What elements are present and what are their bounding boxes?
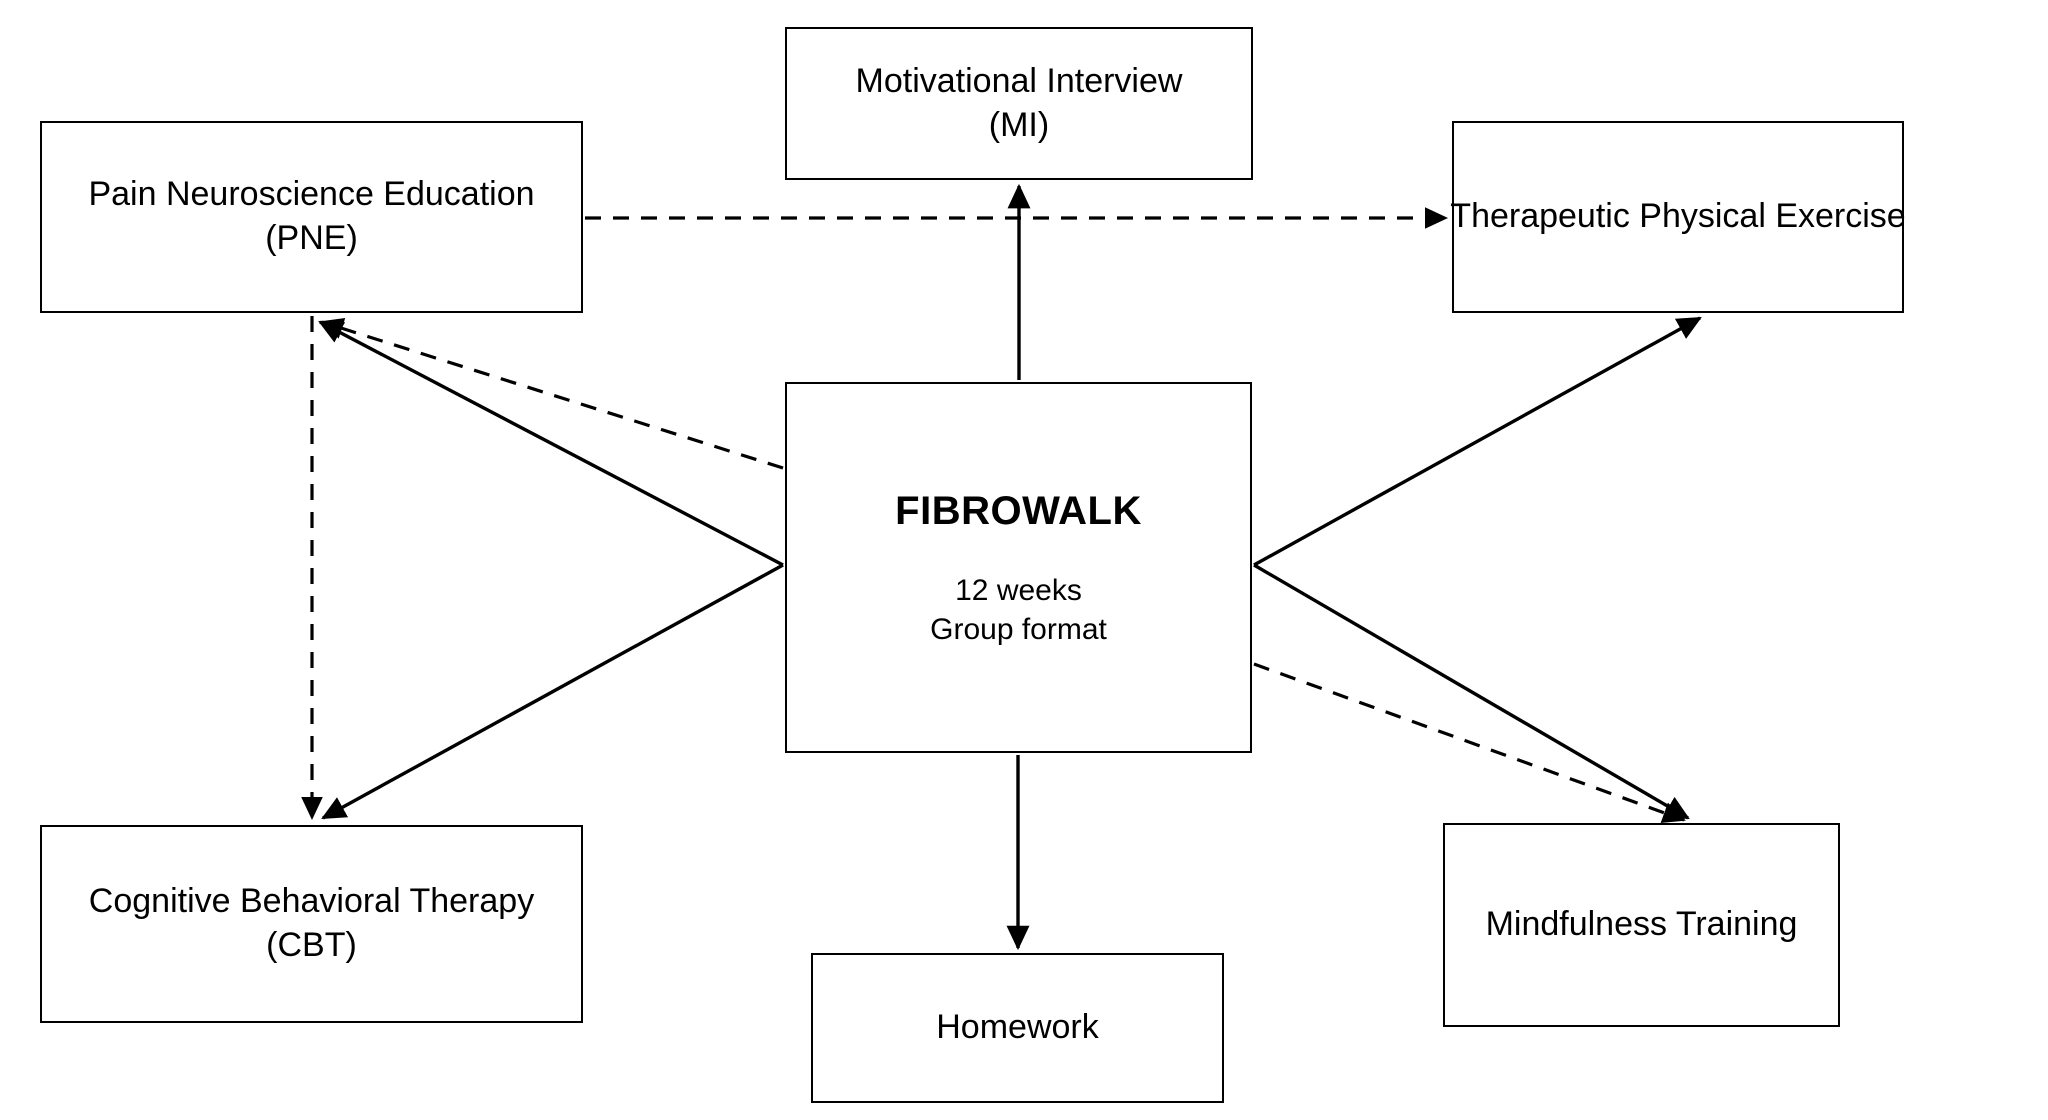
node-mi-label-line1: Motivational Interview bbox=[855, 61, 1183, 100]
node-pne-label-line1: Pain Neuroscience Education bbox=[88, 175, 535, 214]
node-cognitive-behavioral-therapy[interactable]: Cognitive Behavioral Therapy (CBT) bbox=[40, 825, 583, 1023]
node-mindfulness-training[interactable]: Mindfulness Training bbox=[1443, 823, 1840, 1027]
node-fibrowalk[interactable]: FIBROWALK 12 weeks Group format bbox=[785, 382, 1252, 753]
edge-fibrowalk-to-cbt bbox=[321, 563, 784, 820]
edge-fibrowalk-to-mindfulness-dashed bbox=[1253, 662, 1686, 823]
node-pain-neuroscience-education[interactable]: Pain Neuroscience Education (PNE) bbox=[40, 121, 583, 313]
node-mi-label-line2: (MI) bbox=[988, 105, 1050, 144]
edge-fibrowalk-to-tpe bbox=[1253, 316, 1702, 567]
node-pne-label-line2: (PNE) bbox=[265, 219, 358, 257]
edge-fibrowalk-to-mindfulness-solid bbox=[1253, 563, 1690, 820]
node-cbt-label-line1: Cognitive Behavioral Therapy bbox=[88, 882, 535, 921]
edge-fibrowalk-to-pne-solid bbox=[318, 320, 784, 567]
node-homework-label: Homework bbox=[936, 1008, 1099, 1047]
node-fibrowalk-format: Group format bbox=[930, 613, 1107, 647]
node-mindfulness-label: Mindfulness Training bbox=[1485, 905, 1798, 944]
node-cbt-label-line2: (CBT) bbox=[266, 926, 357, 964]
node-homework[interactable]: Homework bbox=[811, 953, 1224, 1103]
node-fibrowalk-title: FIBROWALK bbox=[895, 488, 1142, 533]
node-motivational-interview[interactable]: Motivational Interview (MI) bbox=[785, 27, 1253, 180]
edge-fibrowalk-to-pne-dashed bbox=[320, 318, 784, 470]
node-therapeutic-physical-exercise[interactable]: Therapeutic Physical Exercise bbox=[1450, 121, 1906, 313]
node-fibrowalk-duration: 12 weeks bbox=[955, 574, 1082, 608]
node-tpe-label-line1: Therapeutic Physical Exercise bbox=[1450, 197, 1906, 236]
